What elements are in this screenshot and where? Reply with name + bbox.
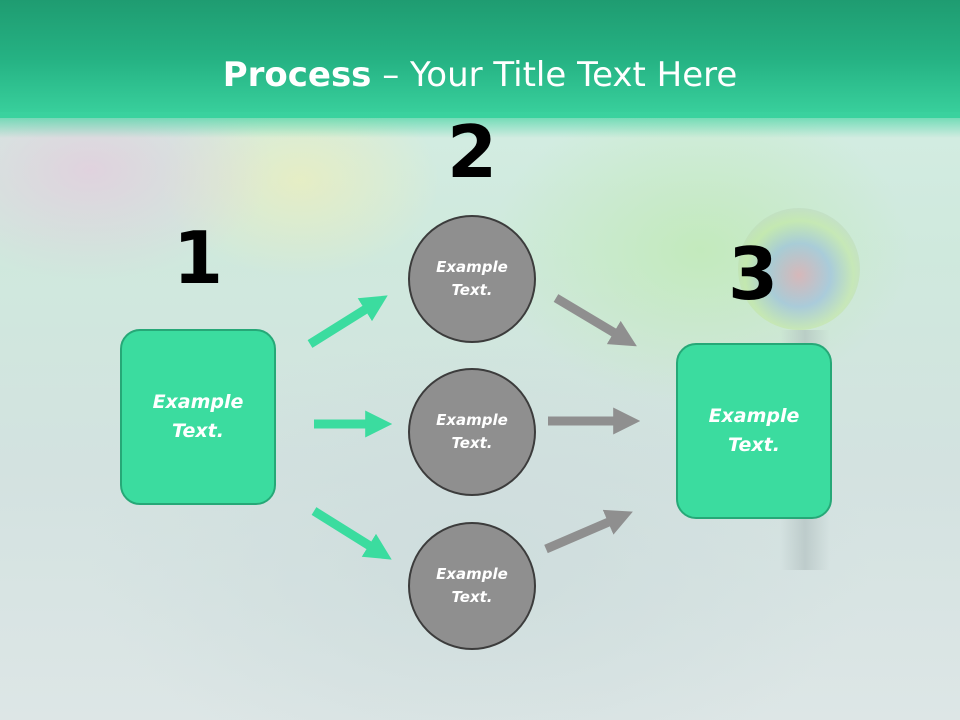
title-bold: Process — [222, 55, 372, 95]
arrow-gray-up — [544, 509, 633, 554]
step-number-2: 2 — [446, 110, 498, 194]
arrow-gray-down — [553, 294, 637, 347]
circle-bottom-line2: Text. — [451, 588, 493, 606]
crystal-ball-decoration — [738, 208, 860, 330]
title-bar-fade — [0, 112, 960, 138]
end-box-line2: Text. — [728, 434, 780, 456]
title-bar — [0, 0, 960, 118]
circle-top-line2: Text. — [451, 281, 493, 299]
arrow-green-up — [307, 295, 388, 348]
arrow-green-down — [311, 507, 392, 560]
step-number-1: 1 — [172, 216, 224, 300]
title-rest: – Your Title Text Here — [371, 55, 738, 95]
end-box-line1: Example — [708, 405, 800, 427]
circle-center-line2: Text. — [451, 434, 493, 452]
circle-bottom-line1: Example — [436, 565, 508, 583]
circle-top-line1: Example — [436, 258, 508, 276]
circle-center-line1: Example — [436, 411, 508, 429]
start-box-line2: Text. — [172, 420, 224, 442]
step-number-3: 3 — [727, 232, 779, 316]
start-box-line1: Example — [152, 391, 244, 413]
slide-title: Process – Your Title Text Here — [0, 53, 960, 97]
